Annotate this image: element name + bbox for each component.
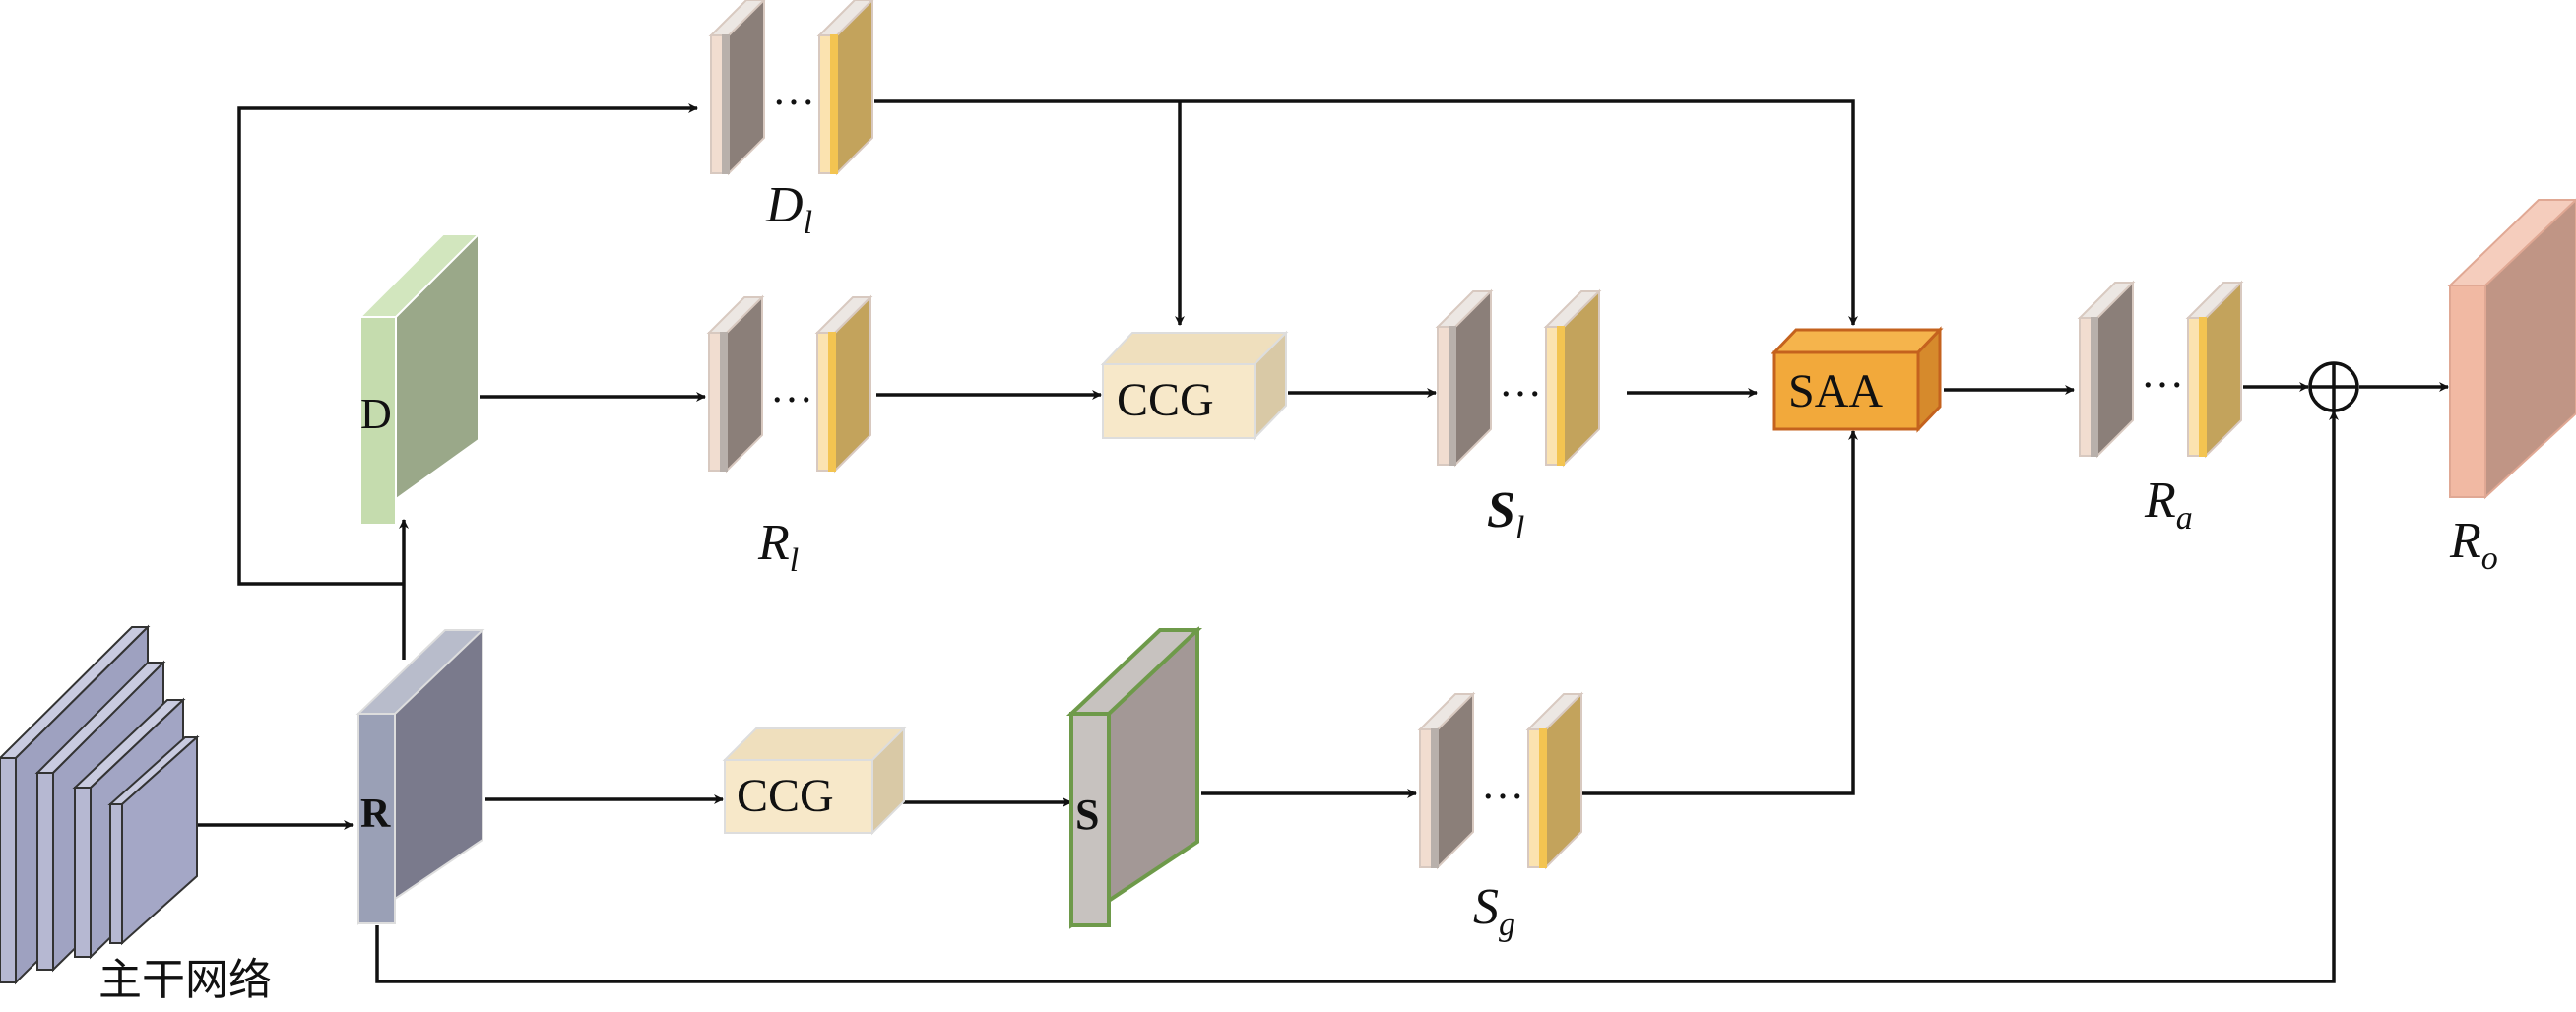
feature-slab-gold-ra bbox=[2185, 280, 2244, 459]
label-sl-main: S bbox=[1487, 482, 1515, 538]
backbone-label: 主干网络 bbox=[98, 955, 272, 1005]
ccg-top-label: CCG bbox=[1117, 374, 1214, 426]
r-block: R bbox=[355, 628, 485, 925]
ccg-bottom-label: CCG bbox=[737, 770, 834, 822]
label-rl-sub: l bbox=[790, 542, 799, 579]
saa-label: SAA bbox=[1788, 365, 1883, 417]
s-block: S bbox=[1065, 626, 1203, 929]
label-sg-main: S bbox=[1473, 879, 1499, 935]
label-sl: Sl bbox=[1487, 482, 1524, 546]
label-rl: Rl bbox=[757, 515, 799, 579]
label-rl-main: R bbox=[757, 515, 790, 571]
feature-slab-dark-sl bbox=[1435, 288, 1494, 468]
feature-group-dl: … bbox=[708, 0, 874, 176]
arrow-r-to-sum bbox=[375, 411, 2339, 983]
feature-group-sg: … bbox=[1417, 691, 1584, 870]
feature-slab-gold-sl bbox=[1543, 288, 1602, 468]
feature-group-rl: … bbox=[706, 294, 873, 474]
connectors bbox=[197, 99, 2449, 983]
ellipsis-dl: … bbox=[772, 66, 815, 114]
feature-labels: Dl Rl Sl Sg Ra Ro bbox=[757, 177, 2498, 943]
feature-slab-gold-sg bbox=[1525, 691, 1584, 870]
label-sl-sub: l bbox=[1515, 510, 1524, 546]
ellipsis-rl: … bbox=[770, 363, 813, 411]
label-dl-sub: l bbox=[804, 205, 812, 241]
label-ra-sub: a bbox=[2176, 500, 2193, 537]
sum-node bbox=[2308, 361, 2359, 412]
backbone-stack: 主干网络 bbox=[0, 624, 272, 1005]
label-ro-sub: o bbox=[2481, 540, 2498, 577]
saa-block[interactable]: SAA bbox=[1771, 326, 1944, 433]
label-ra-main: R bbox=[2144, 473, 2176, 529]
backbone-layer-4 bbox=[107, 734, 200, 946]
ellipsis-sg: … bbox=[1481, 760, 1524, 808]
ellipsis-sl: … bbox=[1499, 357, 1542, 406]
feature-slab-gold-rl bbox=[814, 294, 873, 474]
d-block: D bbox=[357, 232, 482, 527]
label-dl: Dl bbox=[765, 177, 812, 241]
feature-slab-dark-rl bbox=[706, 294, 765, 474]
d-block-label: D bbox=[360, 390, 392, 438]
label-sg: Sg bbox=[1473, 879, 1515, 943]
ellipsis-ra: … bbox=[2141, 348, 2184, 397]
feature-groups: … … … … … bbox=[706, 0, 2244, 870]
feature-group-ra: … bbox=[2077, 280, 2244, 459]
arrow-sg-to-saa bbox=[1579, 430, 1858, 795]
arrow-r-to-dl bbox=[237, 103, 698, 586]
feature-slab-gold-dl bbox=[816, 0, 874, 176]
s-block-label: S bbox=[1075, 791, 1099, 839]
label-ro-main: R bbox=[2449, 513, 2481, 569]
feature-slab-dark-ra bbox=[2077, 280, 2136, 459]
feature-slab-dark-sg bbox=[1417, 691, 1476, 870]
label-sg-sub: g bbox=[1499, 907, 1515, 943]
ccg-block-bottom[interactable]: CCG bbox=[722, 726, 907, 836]
feature-slab-dark-dl bbox=[708, 0, 766, 176]
label-ro: Ro bbox=[2449, 513, 2498, 577]
ro-block bbox=[2447, 198, 2576, 500]
feature-group-sl: … bbox=[1435, 288, 1602, 468]
label-ra: Ra bbox=[2144, 473, 2193, 537]
ccg-block-top[interactable]: CCG bbox=[1100, 330, 1289, 441]
r-block-label: R bbox=[360, 791, 391, 837]
label-dl-main: D bbox=[765, 177, 804, 233]
line-dl-out bbox=[874, 99, 1858, 326]
